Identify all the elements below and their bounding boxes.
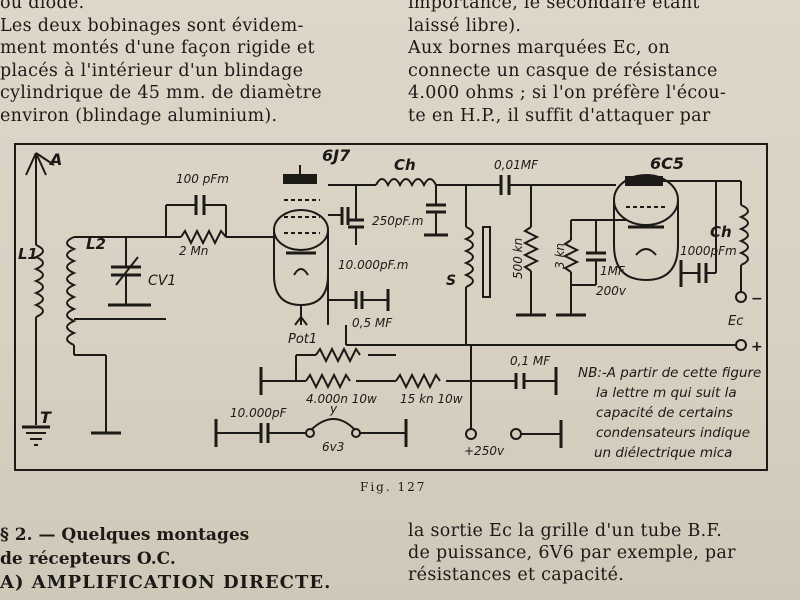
tube-6c5 (613, 174, 741, 282)
label-c1: 1ΜF (600, 264, 626, 278)
tube-6j7 (273, 165, 376, 326)
plate-capacitors (328, 185, 448, 245)
text-line: placés à l'intérieur d'un blindage (0, 60, 304, 81)
label-250v: +250v (464, 444, 505, 458)
text-line: cylindrique de 45 mm. de diamètre (0, 83, 322, 103)
label-c10000b: 10.000pF (230, 406, 288, 420)
note-line-2: la lettre m qui suit la (596, 385, 737, 401)
label-r4000: 4.000n 10w (306, 392, 377, 406)
label-6j7: 6J7 (322, 146, 351, 165)
label-c001: 0,01ΜF (494, 158, 539, 172)
label-200v: 200v (596, 284, 627, 298)
text-line: connecte un casque de résistance (408, 60, 718, 81)
text-line: te en H.P., il suffit d'attaquer par (408, 105, 711, 126)
label-r3k: 3 kn (553, 243, 567, 269)
figure-caption: Fig. 127 (360, 480, 427, 494)
label-ch2: Ch (710, 223, 732, 241)
label-c1000: 1000pFm (680, 244, 737, 258)
variable-capacitor-cv1 (108, 237, 151, 307)
note-line-3: capacité de certains (596, 405, 733, 421)
text-line: ment montés d'une façon rigide et (0, 38, 315, 58)
left-column-top-text: ou diode. Les deux bobinages sont évidem… (0, 0, 380, 127)
label-minus: − (751, 291, 763, 307)
section-title-line-1: § 2. — Quelques montages (0, 525, 250, 545)
text-line: environ (blindage aluminium). (0, 105, 278, 126)
label-plus: + (751, 339, 763, 355)
label-ground: T (40, 408, 52, 427)
label-6c5: 6C5 (650, 154, 684, 173)
label-6v3: 6v3 (322, 440, 344, 454)
text-line: ou diode. (0, 0, 85, 13)
cathode-network (556, 219, 626, 317)
text-line: importance, le secondaire étant (408, 0, 700, 13)
label-c250: 250pF.m (372, 214, 423, 228)
label-c100: 100 pFm (176, 172, 229, 186)
label-ec: Ec (728, 314, 743, 329)
note-line-4: condensateurs indique (596, 425, 750, 441)
label-antenna: A (48, 150, 62, 169)
label-c10000: 10.000pF.m (338, 258, 408, 272)
label-r2m: 2 Mn (179, 244, 208, 258)
text-line: la sortie Ec la grille d'un tube B.F. (408, 521, 723, 541)
label-r500k: 500 kn (511, 238, 525, 279)
coil-l2 (66, 236, 166, 435)
label-c01: 0,1 ΜF (510, 354, 551, 368)
antenna-symbol (25, 152, 55, 245)
section-heading: § 2. — Quelques montages de récepteurs O… (0, 523, 395, 595)
circuit-schematic: A T L1 L2 CV1 100 pFm 2 Mn 6J7 Ch 250pF.… (18, 146, 763, 461)
label-pot1: Pot1 (288, 332, 317, 347)
text-line: de puissance, 6V6 par exemple, par (408, 543, 736, 563)
text-line: résistances et capacité. (408, 565, 625, 585)
ht-bus (259, 325, 747, 440)
label-c05: 0,5 ΜF (352, 316, 393, 330)
coil-s (463, 185, 491, 345)
label-l1: L1 (18, 245, 38, 263)
label-r15k: 15 kn 10w (400, 392, 463, 406)
subsection-heading: A) AMPLIFICATION DIRECTE. (0, 572, 332, 593)
coil-l1 (33, 244, 44, 425)
text-line: Les deux bobinages sont évidem- (0, 15, 304, 36)
label-cv1: CV1 (148, 273, 176, 289)
label-y: y (329, 402, 338, 416)
text-line: laissé libre). (408, 15, 522, 36)
text-line: Aux bornes marquées Ec, on (408, 38, 671, 58)
text-line: 4.000 ohms ; si l'on préfère l'écou- (408, 83, 727, 103)
right-column-top-text: importance, le secondaire étant laissé l… (408, 0, 788, 127)
right-column-bottom-text: la sortie Ec la grille d'un tube B.F. de… (408, 520, 798, 586)
capacitor-0-5uf (327, 245, 390, 325)
section-title-line-2: de récepteurs O.C. (0, 549, 176, 569)
choke-ch2 (679, 181, 749, 303)
ground-symbol (22, 425, 50, 446)
choke-ch1 (375, 175, 616, 195)
grid-leak-network (126, 195, 274, 246)
heater-circuit (214, 418, 563, 448)
circuit-schematic-figure: A T L1 L2 CV1 100 pFm 2 Mn 6J7 Ch 250pF.… (14, 143, 768, 471)
label-ch1: Ch (394, 156, 416, 174)
note-line-5: un diélectrique mica (594, 445, 732, 461)
label-l2: L2 (86, 235, 106, 253)
label-s: S (446, 273, 456, 289)
note-line-1: NB:-A partir de cette figure (578, 365, 761, 381)
resistor-500k (516, 185, 546, 317)
